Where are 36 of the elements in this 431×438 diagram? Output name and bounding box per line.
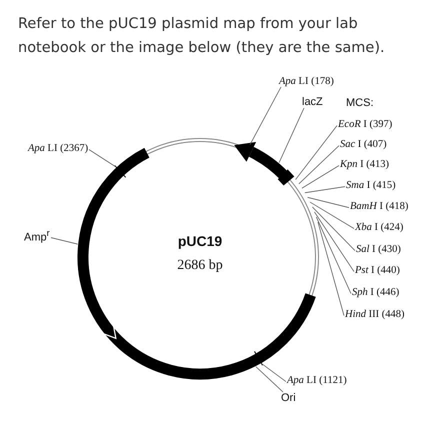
leader-line: [256, 366, 284, 392]
restriction-site-label: Kpn I (413): [340, 159, 390, 170]
leader-line: [307, 197, 350, 208]
leader-line: [298, 145, 340, 184]
section-label: MCS:: [346, 97, 374, 109]
leader-line: [302, 165, 340, 189]
leader-line: [50, 237, 78, 244]
restriction-site-label: Sph I (446): [352, 287, 400, 298]
restriction-site-label: Hind III (448): [345, 309, 404, 320]
feature-label: Ori: [281, 392, 296, 404]
plasmid-name: pUC19: [178, 233, 222, 249]
leader-line: [278, 108, 304, 164]
restriction-site-label: Apa LI (2367): [28, 143, 88, 154]
restriction-site-label: Sac I (407): [340, 139, 387, 150]
restriction-site-label: Apa LI (178): [279, 76, 334, 87]
leader-line: [314, 212, 354, 272]
restriction-site-label: Apa LI (1121): [287, 375, 347, 386]
restriction-site-label: EcoR I (397): [338, 119, 392, 130]
question-text: Refer to the pUC19 plasmid map from your lab notebook or the image below (they are the same).: [18, 15, 386, 58]
leader-line: [316, 216, 352, 294]
restriction-site-label: Xba I (424): [355, 222, 404, 233]
feature-label: lacZ: [302, 96, 323, 108]
restriction-site-label: BamH I (418): [350, 201, 408, 212]
leader-line: [312, 206, 356, 251]
leader-line: [310, 202, 354, 229]
restriction-site-label: Sma I (415): [346, 180, 396, 191]
feature-label: Amp$^{r}$: [24, 228, 50, 244]
leader-line: [250, 86, 282, 145]
leader-line: [304, 186, 346, 194]
plasmid-size: 2686 bp: [177, 258, 223, 274]
restriction-site-label: Sal I (430): [356, 244, 401, 255]
leader-line: [318, 222, 344, 316]
leader-line: [88, 149, 116, 168]
leader-line: [261, 363, 286, 382]
leader-line: [295, 125, 338, 180]
restriction-site-label: Pst I (440): [355, 265, 400, 276]
